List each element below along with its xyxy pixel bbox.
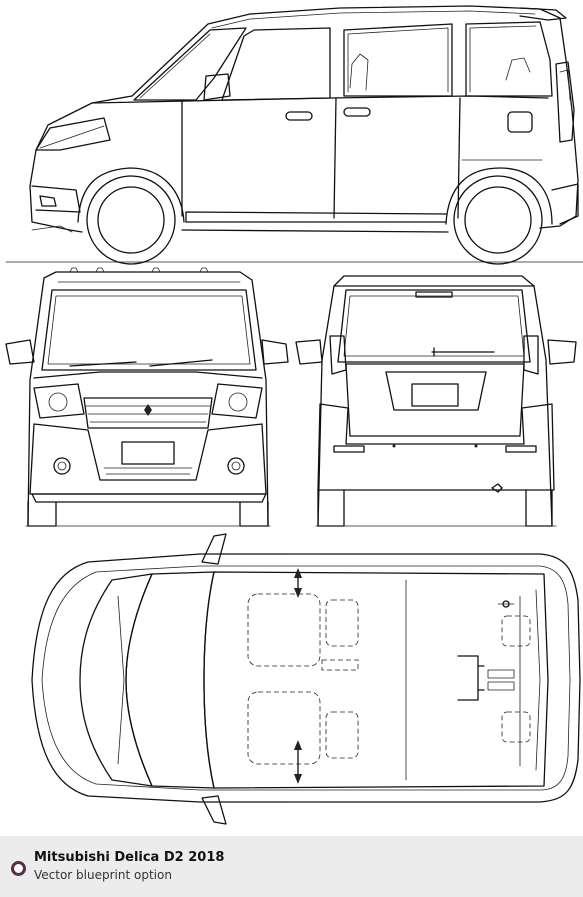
side-view bbox=[5, 5, 583, 265]
top-view bbox=[31, 533, 581, 825]
caption-title: Mitsubishi Delica D2 2018 bbox=[34, 850, 225, 865]
blueprint-drawing bbox=[5, 5, 583, 825]
front-view bbox=[5, 267, 289, 527]
rear-view bbox=[295, 275, 577, 527]
caption-subtitle: Vector blueprint option bbox=[34, 868, 172, 882]
ring-bullet-icon bbox=[11, 861, 26, 876]
caption-bar: Mitsubishi Delica D2 2018 Vector bluepri… bbox=[0, 836, 583, 897]
